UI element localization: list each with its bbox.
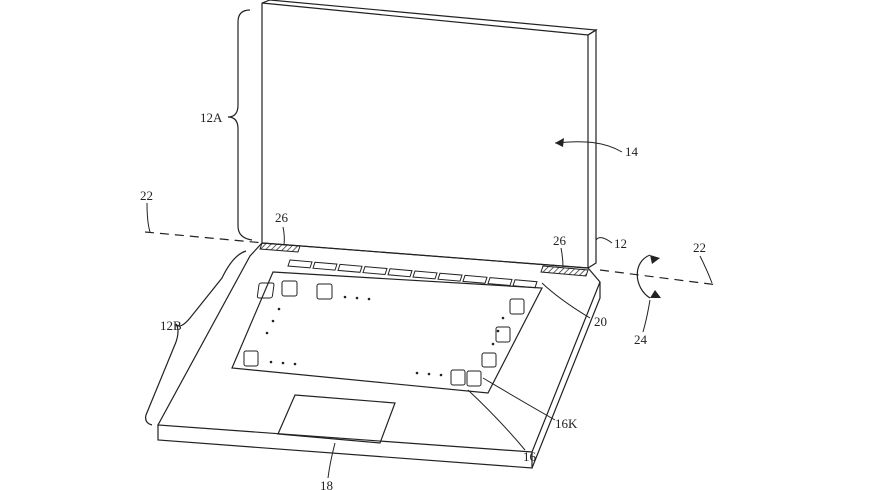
function-key	[287, 259, 313, 269]
leader-22-right	[699, 255, 713, 284]
leader-24	[642, 299, 651, 333]
label-12: 12	[614, 236, 627, 251]
reference-labels: 12A 14 22 22 26 26 12 12B 20 24 16K 16 1…	[140, 110, 706, 490]
lid-right-edge	[587, 28, 597, 269]
label-14: 14	[625, 144, 639, 159]
lid-top-edge	[261, 0, 598, 36]
rotation-arrowhead-bottom	[650, 290, 661, 298]
arrowhead-14	[555, 138, 564, 147]
label-18: 18	[320, 478, 333, 490]
leader-16	[467, 389, 526, 451]
lid-front-face	[261, 3, 589, 269]
hinge-axis-right	[599, 269, 719, 286]
label-12A: 12A	[200, 110, 223, 125]
leader-18	[327, 442, 336, 479]
function-key	[362, 266, 388, 276]
key	[450, 369, 466, 386]
leader-26-right	[560, 247, 564, 268]
trackpad	[277, 394, 396, 444]
hinge-right	[540, 265, 589, 277]
leader-22-left	[146, 202, 151, 233]
label-26-left: 26	[275, 210, 289, 225]
label-12B: 12B	[160, 318, 182, 333]
label-24: 24	[634, 332, 648, 347]
keyboard-keys	[243, 280, 525, 387]
function-key	[487, 277, 513, 287]
lower-housing	[157, 242, 601, 469]
label-22-right: 22	[693, 240, 706, 255]
label-16: 16	[523, 449, 537, 464]
rotation-arrow	[636, 254, 661, 299]
function-key	[412, 270, 438, 280]
label-22-left: 22	[140, 188, 153, 203]
label-26-right: 26	[553, 233, 567, 248]
key	[256, 282, 275, 299]
leader-12	[595, 237, 613, 244]
bracket-12A	[227, 9, 253, 241]
key	[281, 280, 298, 297]
hinge-left	[259, 242, 301, 253]
upper-housing	[261, 0, 598, 269]
function-key	[462, 274, 488, 284]
leader-20	[541, 282, 591, 319]
keyboard-area	[231, 271, 543, 394]
key	[243, 350, 259, 367]
key	[509, 298, 525, 315]
leader-26-left	[282, 226, 285, 246]
rotation-curve	[636, 254, 651, 299]
key	[481, 352, 497, 368]
function-key	[387, 268, 413, 278]
hinge-axis-left	[144, 231, 265, 244]
key	[495, 326, 511, 343]
display-pointer	[554, 138, 623, 153]
base-right-thickness	[531, 282, 601, 469]
label-20: 20	[594, 314, 607, 329]
function-key	[312, 261, 338, 271]
base-front-thickness	[157, 425, 533, 469]
function-key	[337, 263, 363, 273]
ellipsis-dots	[265, 295, 505, 377]
function-key	[437, 272, 463, 282]
leader-16K	[482, 377, 556, 421]
bracket-12B	[145, 250, 247, 426]
rotation-arrowhead-top	[650, 255, 660, 264]
label-16K: 16K	[555, 416, 578, 431]
key-16K	[466, 370, 482, 387]
leader-lines	[146, 202, 713, 479]
key	[316, 283, 333, 300]
